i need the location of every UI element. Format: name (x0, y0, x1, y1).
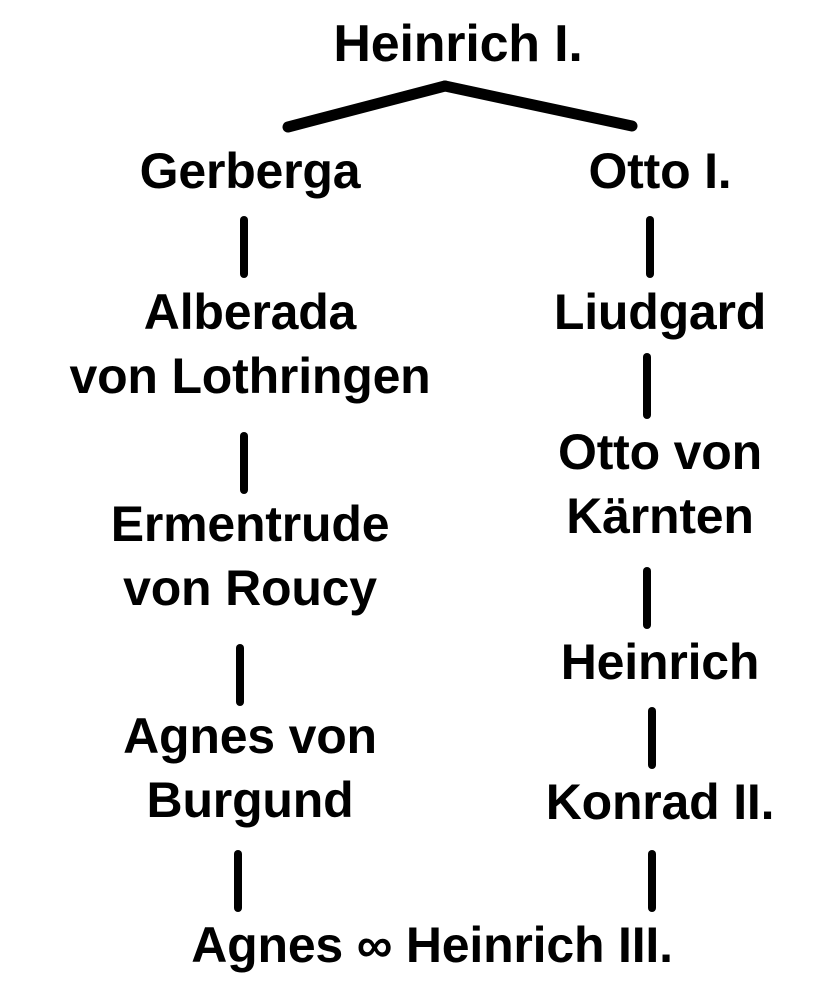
node-label: Otto I. (588, 143, 732, 199)
union-label: Agnes ∞ Heinrich III. (191, 917, 673, 973)
node-heinrich: Heinrich (560, 634, 760, 690)
connector-otto-von-karnten-heinrich (643, 567, 651, 629)
fork-arm-left (282, 80, 451, 133)
node-label: Heinrich I. (333, 15, 583, 73)
node-label-line-1: Alberada (143, 284, 357, 340)
node-label-line-1: Otto von (558, 424, 762, 480)
connector-gerberga-alberada (240, 216, 248, 278)
node-label: Liudgard (553, 284, 767, 340)
node-otto-von-karnten: Otto von Kärnten (558, 427, 762, 541)
connector-heinrich-konrad-ii (648, 707, 656, 769)
fork-arm-right (439, 80, 638, 132)
node-konrad-ii: Konrad II. (546, 777, 775, 827)
node-liudgard: Liudgard (554, 287, 766, 337)
node-label-line-2: Kärnten (566, 488, 754, 544)
node-label: Gerberga (139, 143, 361, 199)
connector-agnes-von-burgund-union (234, 850, 242, 912)
node-label-line-1: Agnes von (123, 708, 377, 764)
node-label-line-2: von Roucy (123, 560, 377, 616)
node-heinrich-i: Heinrich I. (333, 18, 582, 70)
node-label-line-1: Ermentrude (110, 496, 390, 552)
node-label: Heinrich (560, 634, 760, 690)
connector-otto-i-liudgard (646, 216, 654, 278)
node-label-line-2: Burgund (146, 772, 354, 828)
connector-alberada-ermentrude (240, 432, 248, 494)
node-gerberga: Gerberga (140, 146, 361, 196)
node-otto-i: Otto I. (588, 146, 731, 196)
node-alberada-von-lothringen: Alberada von Lothringen (69, 287, 430, 401)
node-label: Konrad II. (545, 774, 775, 830)
connector-konrad-ii-union (648, 850, 656, 912)
node-label-line-2: von Lothringen (69, 348, 431, 404)
node-ermentrude-von-roucy: Ermentrude von Roucy (111, 499, 390, 613)
connector-ermentrude-agnes-von-burgund (236, 644, 244, 706)
node-agnes-von-burgund: Agnes von Burgund (123, 711, 377, 825)
node-agnes-marries-heinrich-iii: Agnes ∞ Heinrich III. (191, 920, 673, 970)
connector-liudgard-otto-von-karnten (643, 353, 651, 419)
